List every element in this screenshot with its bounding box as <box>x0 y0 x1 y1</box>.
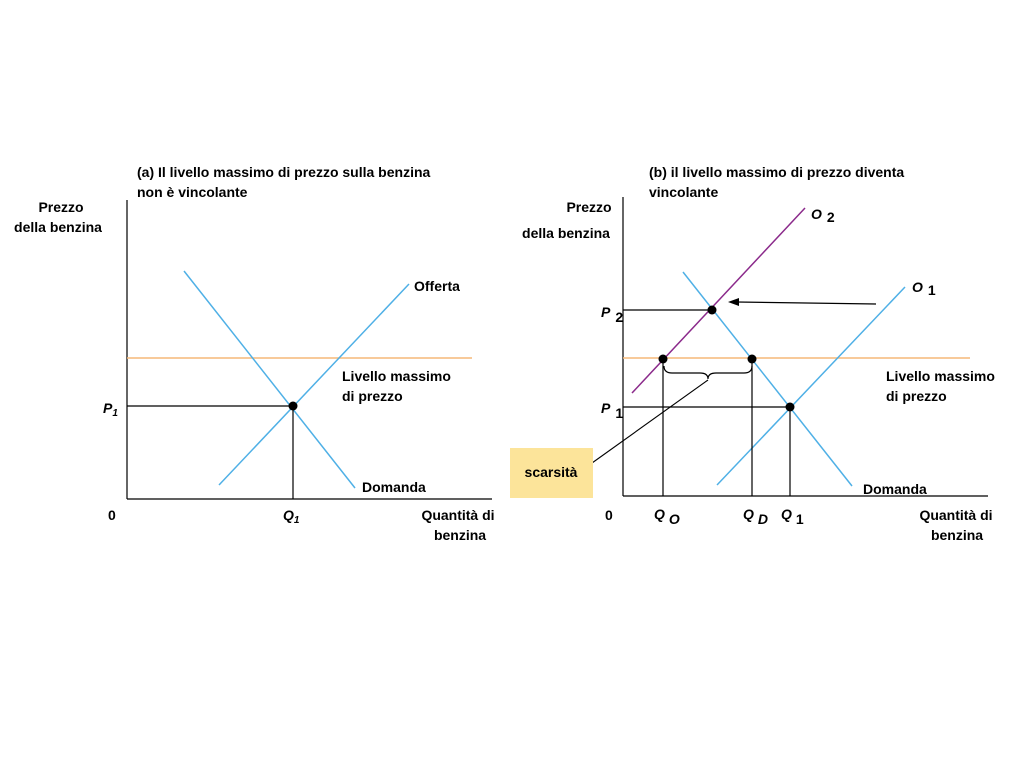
panel-a-x-label-line2: benzina <box>434 527 486 543</box>
panel-b-x-label-line1: Quantità di <box>919 507 992 523</box>
panel-a-demand-curve <box>183 270 356 489</box>
panel-b-equilibrium-point <box>785 402 795 412</box>
panel-a-supply-curve <box>218 283 410 486</box>
panel-b-y-label-line2: della benzina <box>522 225 610 241</box>
panel-b-shortage-box <box>510 448 593 498</box>
panel-a-p1-label: P1 <box>103 400 118 419</box>
panel-a-y-label-line2: della benzina <box>14 219 102 235</box>
panel-a-q1-label: Q1 <box>283 507 300 526</box>
panel-b-x-label-line2: benzina <box>931 527 983 543</box>
panel-a-title-line1: (a) Il livello massimo di prezzo sulla b… <box>137 164 431 180</box>
panel-a-y-label-line1: Prezzo <box>38 199 83 215</box>
panel-b-shortage-label: scarsità <box>525 464 578 480</box>
panel-a-origin: 0 <box>108 507 116 523</box>
panel-b-shortage-brace <box>663 365 753 380</box>
panel-b-ceiling-label-line2: di prezzo <box>886 388 947 404</box>
panel-b-shift-arrow-head <box>728 298 739 306</box>
panel-b-p2-point <box>707 305 717 315</box>
panel-b-qd-point <box>747 354 757 364</box>
panel-b-shortage-pointer <box>591 379 709 464</box>
panel-a-title-line2: non è vincolante <box>137 184 248 200</box>
panel-a-supply-label: Offerta <box>414 278 460 294</box>
panel-b-origin: 0 <box>605 507 613 523</box>
panel-b-supply-o1-curve <box>716 286 906 486</box>
panel-a-demand-label: Domanda <box>362 479 426 495</box>
panel-b-y-label-line1: Prezzo <box>566 199 611 215</box>
panel-b-shift-arrow-line <box>736 301 877 305</box>
panel-a: (a) Il livello massimo di prezzo sulla b… <box>14 164 495 543</box>
panel-a-ceiling-label-line2: di prezzo <box>342 388 403 404</box>
panel-b-qo-point <box>658 354 668 364</box>
panel-b-supply-o2-curve <box>631 207 806 394</box>
panel-b-title-line1: (b) il livello massimo di prezzo diventa <box>649 164 904 180</box>
panel-b-title-line2: vincolante <box>649 184 718 200</box>
panel-a-x-label-line1: Quantità di <box>421 507 494 523</box>
panel-b: (b) il livello massimo di prezzo diventa… <box>510 164 995 543</box>
panel-b-ceiling-label-line1: Livello massimo <box>886 368 995 384</box>
panel-a-equilibrium-point <box>288 401 298 411</box>
panel-a-ceiling-label-line1: Livello massimo <box>342 368 451 384</box>
panel-b-demand-label: Domanda <box>863 481 927 497</box>
